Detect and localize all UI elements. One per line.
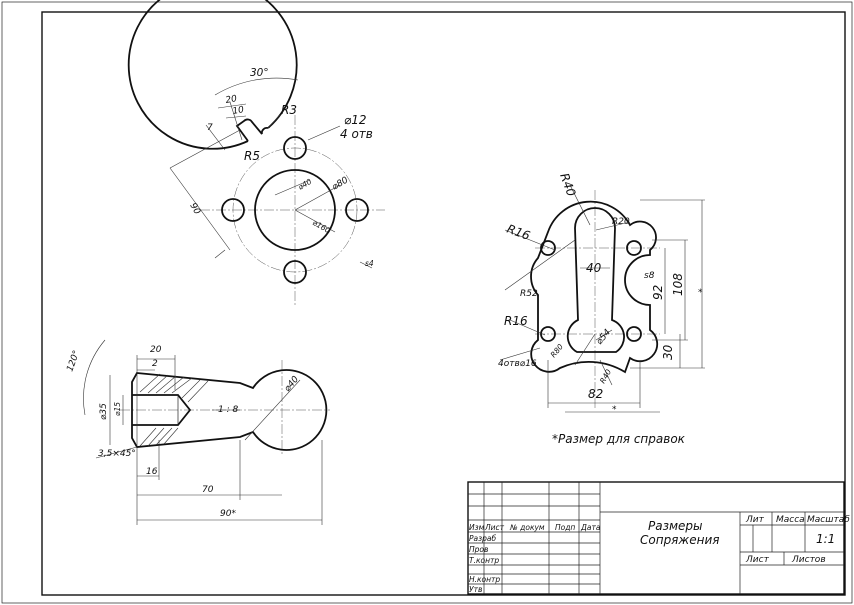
flange-hole-dia-label: ⌀12 xyxy=(344,113,367,127)
shaft-view: 120° 20 2 ⌀35 ⌀15 1 : 8 ⌀40 3,5×45° 16 7… xyxy=(65,339,330,525)
inner-frame xyxy=(41,11,846,596)
shaft-taper-label: 1 : 8 xyxy=(218,405,238,415)
flange-slot-radius-label: R3 xyxy=(281,103,297,117)
row-nkontr: Н.контр xyxy=(469,575,500,584)
col-sign: Подп xyxy=(555,523,575,532)
header-listov: Листов xyxy=(791,555,826,565)
row-tkontr: Т.контр xyxy=(469,556,499,565)
col-list: Лист xyxy=(484,523,505,532)
plate-corner-radius-label: R16 xyxy=(505,222,532,243)
flange-height-label: 90 xyxy=(187,202,202,217)
flange-slot-width-label: 20 xyxy=(225,94,238,106)
flange-corner-radius-label: R5 xyxy=(244,149,260,163)
header-masshtab: Масштаб xyxy=(807,515,850,525)
plate-inner-width-label: 40 xyxy=(586,261,602,275)
plate-bottom-height-label: 30 xyxy=(661,344,675,360)
plate-view: R40 R16 R20 40 s8 92 108 * R52 R16 ⌀54 R… xyxy=(498,171,705,415)
shaft-length-90-label: 90* xyxy=(220,509,236,519)
plate-hole-span-label: 92 xyxy=(651,285,665,300)
col-date: Дата xyxy=(580,523,601,532)
header-list: Лист xyxy=(745,555,770,565)
flange-slot-gap-label: 10 xyxy=(232,105,245,117)
flange-pcd-dia-label: ⌀80 xyxy=(331,175,351,192)
plate-arc-radius-label: R52 xyxy=(520,289,538,299)
col-izm: Изм xyxy=(469,523,485,532)
plate-slot-radius-label: R20 xyxy=(612,217,630,227)
header-lit: Лит xyxy=(745,515,765,525)
scale-value: 1:1 xyxy=(816,532,835,546)
shaft-length-70-label: 70 xyxy=(202,485,214,495)
shaft-dia-inner-label: ⌀15 xyxy=(113,402,122,416)
title-block: Размеры Сопряжения Изм Лист № докум Подп… xyxy=(467,481,850,595)
shaft-section-hatch xyxy=(139,373,209,447)
row-razrab: Разраб xyxy=(469,534,496,543)
flange-hole-count-label: 4 отв xyxy=(340,127,373,141)
reference-note: *Размер для справок xyxy=(552,432,686,446)
shaft-length-top-label: 20 xyxy=(150,345,162,355)
flange-angle-label: 30° xyxy=(250,67,269,79)
shaft-ball-dia-label: ⌀40 xyxy=(283,374,302,394)
plate-height-label: 108 xyxy=(671,273,685,296)
plate-top-radius-label: R40 xyxy=(557,171,578,198)
plate-thickness-label: s8 xyxy=(644,271,655,281)
plate-arc-r80-label: R80 xyxy=(549,342,566,359)
title-name-line2: Сопряжения xyxy=(640,533,719,547)
row-utv: Утв xyxy=(469,585,482,594)
col-doc: № докум xyxy=(509,523,545,532)
flange-view: 30° 20 10 7 R3 ⌀12 4 отв R5 ⌀40 ⌀80 ⌀160… xyxy=(127,0,385,305)
shaft-length-small-label: 2 xyxy=(152,359,158,369)
plate-height-star: * xyxy=(698,288,703,298)
plate-width-star: * xyxy=(612,405,617,415)
plate-small-dia-label: ⌀54 xyxy=(595,327,614,347)
shaft-chamfer-label: 3,5×45° xyxy=(98,449,136,459)
row-prov: Пров xyxy=(469,545,488,554)
shaft-angle-label: 120° xyxy=(65,349,82,373)
shaft-dia-outer-label: ⌀35 xyxy=(99,403,109,420)
plate-holes-label: 4отв⌀16 xyxy=(498,359,537,369)
flange-thickness-label: s4 xyxy=(365,259,374,268)
title-name-line1: Размеры xyxy=(648,519,703,533)
shaft-length-16-label: 16 xyxy=(146,467,158,477)
plate-bottom-corner-radius-label: R16 xyxy=(504,314,528,328)
flange-slot-depth-label: 7 xyxy=(207,123,213,133)
plate-width-label: 82 xyxy=(588,387,603,401)
header-massa: Масса xyxy=(776,515,805,525)
flange-inner-dia-label: ⌀40 xyxy=(297,177,314,192)
